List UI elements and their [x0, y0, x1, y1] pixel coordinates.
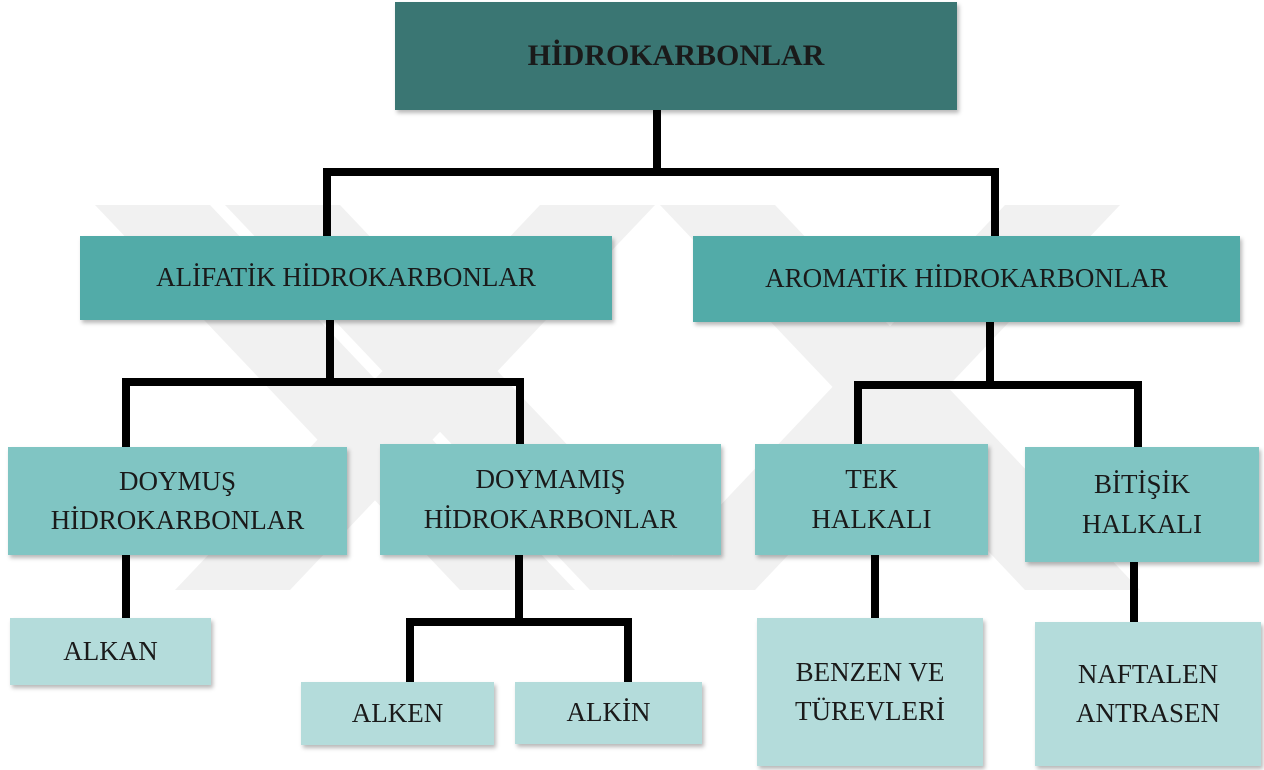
node-unsaturated-hydrocarbons: DOYMAMIŞ HİDROKARBONLAR — [380, 444, 721, 555]
connector-root — [323, 106, 999, 240]
node-benzene-derivatives: BENZEN VE TÜREVLERİ — [757, 618, 983, 766]
node-alkane: ALKAN — [10, 618, 211, 685]
node-naphthalene-label-line1: NAFTALEN — [1077, 658, 1219, 689]
node-saturated-label-line2: HİDROKARBONLAR — [50, 505, 305, 535]
node-alkyne: ALKİN — [515, 682, 702, 744]
node-benzene-label-line2: TÜREVLERİ — [795, 696, 945, 726]
connector-unsaturated — [406, 551, 632, 686]
node-fused-ring: BİTİŞİK HALKALI — [1025, 447, 1259, 562]
node-aromatic-hydrocarbons: AROMATİK HİDROKARBONLAR — [693, 236, 1240, 322]
node-unsaturated-label-line2: HİDROKARBONLAR — [423, 503, 678, 534]
node-alkene: ALKEN — [301, 682, 494, 745]
node-fused-ring-label-line2: HALKALI — [1082, 508, 1202, 539]
node-aromatic-label: AROMATİK HİDROKARBONLAR — [765, 263, 1168, 294]
node-alkene-label: ALKEN — [351, 697, 444, 728]
node-single-ring-label-line2: HALKALI — [811, 503, 932, 534]
node-naphthalene-anthracene: NAFTALEN ANTRASEN — [1035, 622, 1261, 766]
connector-aliphatic — [122, 316, 524, 451]
node-single-ring: TEK HALKALI — [755, 444, 988, 555]
node-alkyne-label: ALKİN — [566, 697, 651, 728]
node-aliphatic-label: ALİFATİK HİDROKARBONLAR — [156, 262, 536, 293]
node-unsaturated-label-line1: DOYMAMIŞ — [475, 464, 626, 495]
node-fused-ring-label-line1: BİTİŞİK — [1094, 469, 1190, 500]
node-saturated-hydrocarbons: DOYMUŞ HİDROKARBONLAR — [8, 447, 347, 555]
node-alkane-label: ALKAN — [63, 635, 158, 666]
connector-aromatic — [854, 318, 1142, 451]
node-saturated-label-line1: DOYMUŞ — [118, 465, 237, 496]
node-aliphatic-hydrocarbons: ALİFATİK HİDROKARBONLAR — [80, 236, 612, 320]
node-naphthalene-label-line2: ANTRASEN — [1075, 698, 1220, 728]
node-hydrocarbons: HİDROKARBONLAR — [395, 2, 957, 110]
node-single-ring-label-line1: TEK — [845, 464, 898, 495]
node-benzene-label-line1: BENZEN VE — [795, 656, 945, 687]
node-hydrocarbons-label: HİDROKARBONLAR — [527, 39, 825, 73]
